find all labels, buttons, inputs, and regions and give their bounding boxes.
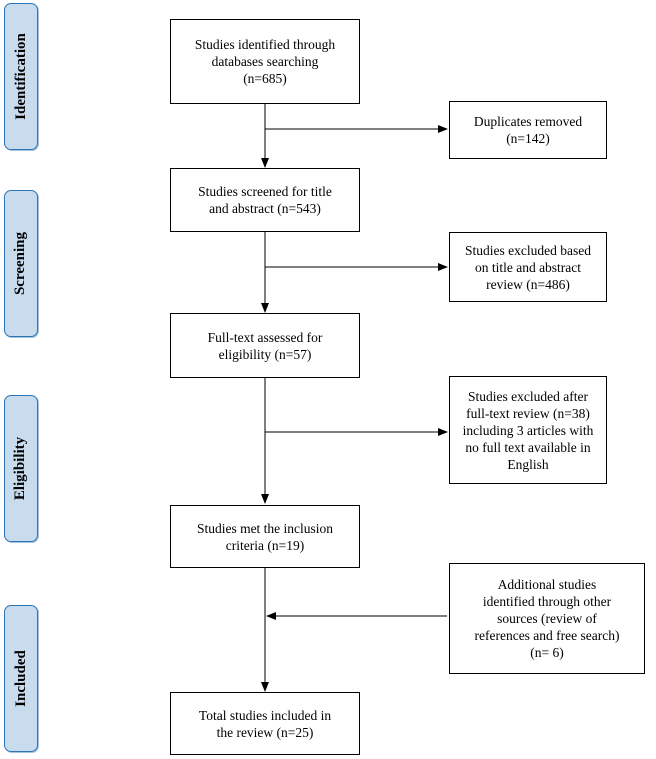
box-line: (n= 6) (530, 645, 564, 660)
box-line: databases searching (211, 54, 319, 69)
box-line: (n=142) (506, 131, 550, 146)
box-line: the review (n=25) (216, 724, 314, 740)
box-excluded-fulltext: Studies excluded after full-text review … (449, 376, 607, 484)
box-line: full-text review (n=38) (466, 405, 590, 421)
box-total-included: Total studies included in the review (n=… (170, 692, 360, 755)
box-line: identified through other (482, 594, 612, 609)
box-line: Full-text assessed for (207, 329, 323, 345)
phase-eligibility: Eligibility (4, 395, 38, 542)
box-line: Studies met the inclusion (196, 520, 334, 536)
box-line: Studies excluded based (465, 242, 591, 258)
box-line: eligibility (n=57) (218, 346, 312, 362)
phase-identification: Identification (4, 3, 38, 150)
box-studies-identified: Studies identified through databases sea… (170, 19, 360, 104)
box-line: Studies identified through (194, 37, 336, 52)
box-line: English (507, 456, 549, 472)
box-line: sources (review of (497, 611, 597, 626)
phase-included: Included (4, 605, 38, 752)
box-line: on title and abstract (474, 259, 582, 275)
box-line: no full text available in (465, 439, 591, 455)
box-additional-studies: Additional studies identified through ot… (449, 563, 645, 674)
box-line: review (n=486) (486, 276, 570, 292)
box-line: and abstract (n=543) (209, 201, 321, 216)
box-studies-screened: Studies screened for title and abstract … (170, 168, 360, 232)
box-met-inclusion-criteria: Studies met the inclusion criteria (n=19… (170, 505, 360, 568)
box-duplicates-removed: Duplicates removed (n=142) (449, 101, 607, 159)
box-line: Studies excluded after (468, 388, 588, 404)
box-line: (n=685) (243, 71, 287, 86)
box-line: criteria (n=19) (225, 537, 305, 553)
box-excluded-title-abstract: Studies excluded based on title and abst… (449, 232, 607, 302)
box-line: Studies screened for title (198, 184, 332, 199)
box-line: Additional studies (497, 577, 597, 592)
box-fulltext-assessed: Full-text assessed for eligibility (n=57… (170, 313, 360, 378)
box-line: references and free search) (474, 628, 620, 643)
box-line: Total studies included in (198, 707, 332, 723)
box-line: Duplicates removed (473, 114, 583, 129)
phase-screening: Screening (4, 190, 38, 337)
box-line: including 3 articles with (462, 422, 594, 438)
